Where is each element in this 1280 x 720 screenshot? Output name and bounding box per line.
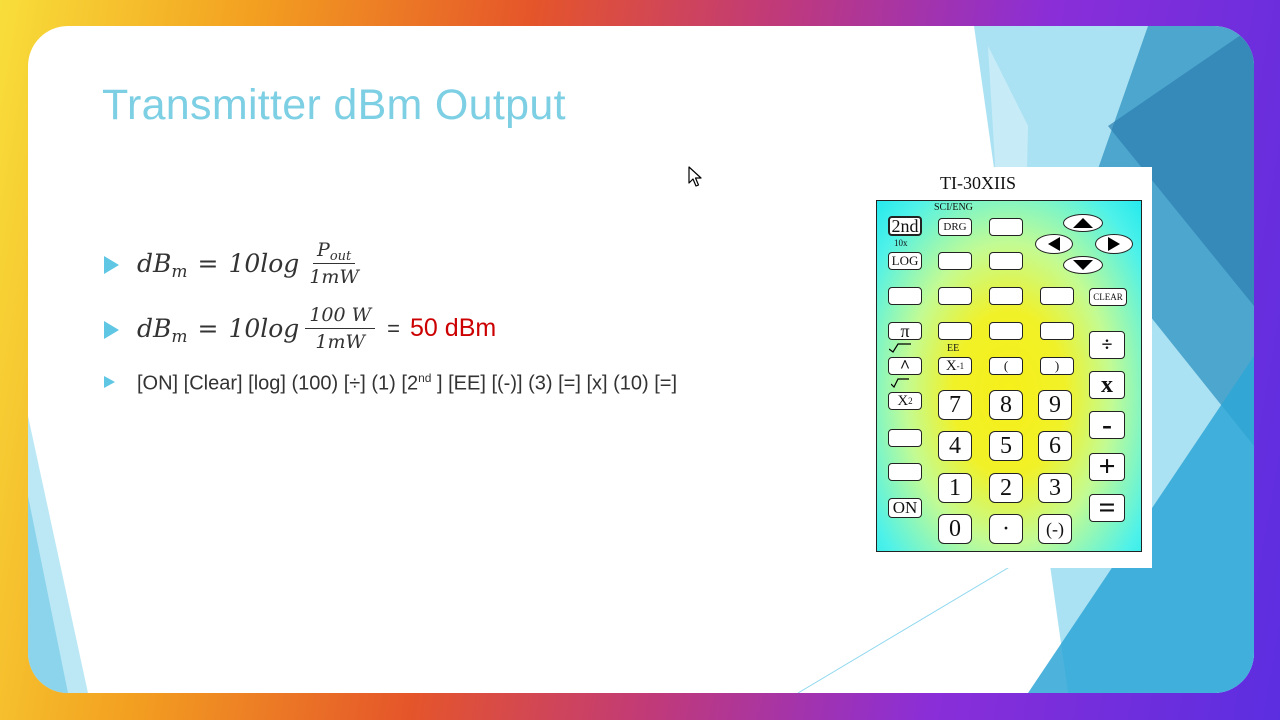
formula-coeff: 10log xyxy=(228,249,300,278)
key-blank[interactable] xyxy=(1040,287,1074,305)
formula-fraction: Pout 1mW xyxy=(305,239,363,288)
result-equals: = xyxy=(387,315,401,341)
formula-lhs: dB xyxy=(137,314,172,343)
key-up-arrow[interactable] xyxy=(1063,214,1103,232)
key-5[interactable]: 5 xyxy=(989,431,1023,461)
key-sequence-sup: nd xyxy=(418,371,432,385)
key-reciprocal-sup: -1 xyxy=(956,361,965,371)
bullet-marker xyxy=(104,376,115,388)
key-clear[interactable]: CLEAR xyxy=(1089,288,1127,306)
key-right-paren[interactable]: ) xyxy=(1040,357,1074,375)
key-negate[interactable]: (-) xyxy=(1038,514,1072,544)
key-blank[interactable] xyxy=(938,322,972,340)
key-6[interactable]: 6 xyxy=(1038,431,1072,461)
slide-title: Transmitter dBm Output xyxy=(102,81,566,129)
key-reciprocal[interactable]: X-1 xyxy=(938,357,972,375)
right-arrow-icon xyxy=(1108,237,1120,251)
key-decimal[interactable]: · xyxy=(989,514,1023,544)
key-left-arrow[interactable] xyxy=(1035,234,1073,254)
key-4[interactable]: 4 xyxy=(938,431,972,461)
key-blank[interactable] xyxy=(888,463,922,481)
key-9[interactable]: 9 xyxy=(1038,390,1072,420)
formula-coeff: 10log xyxy=(228,314,300,343)
key-3[interactable]: 3 xyxy=(1038,473,1072,503)
key-0[interactable]: 0 xyxy=(938,514,972,544)
formula-lhs-sub: m xyxy=(171,261,188,282)
formula-fraction: 100 W 1mW xyxy=(305,304,376,353)
key-blank[interactable] xyxy=(888,287,922,305)
key-blank[interactable] xyxy=(989,287,1023,305)
calculator-body: SCI/ENG 2nd 10x DRG LOG xyxy=(876,200,1142,552)
key-right-arrow[interactable] xyxy=(1095,234,1133,254)
ee-label: EE xyxy=(947,343,960,354)
bullet-marker xyxy=(104,321,119,339)
numerator-sub: out xyxy=(329,249,352,264)
key-blank[interactable] xyxy=(989,218,1023,236)
result-value: 50 dBm xyxy=(410,314,497,342)
key-sequence-part2: ] [EE] [(-)] (3) [=] [x] (10) [=] xyxy=(431,372,678,395)
calculator-model: TI-30XIIS xyxy=(940,173,1016,193)
key-down-arrow[interactable] xyxy=(1063,256,1103,274)
calculator-image: TI-30XIIS SCI/ENG 2nd 10x DRG LOG xyxy=(868,167,1152,568)
fraction-numerator: Pout xyxy=(313,239,356,264)
sci-eng-label: SCI/ENG xyxy=(934,202,973,213)
fraction-numerator: 100 W xyxy=(305,304,376,329)
key-divide[interactable]: ÷ xyxy=(1089,331,1125,359)
sqrt-icon xyxy=(889,343,911,353)
key-minus[interactable]: - xyxy=(1089,410,1125,440)
fraction-denominator: 1mW xyxy=(309,266,359,288)
mouse-cursor-icon xyxy=(688,166,702,187)
left-arrow-icon xyxy=(1048,237,1060,251)
key-pi[interactable]: π xyxy=(888,321,922,341)
key-2nd[interactable]: 2nd xyxy=(888,216,922,236)
key-log[interactable]: LOG xyxy=(888,252,922,270)
key-square-sup: 2 xyxy=(908,396,913,406)
key-blank[interactable] xyxy=(938,252,972,270)
key-power[interactable]: ^ xyxy=(888,356,922,376)
key-multiply[interactable]: x xyxy=(1089,371,1125,399)
key-blank[interactable] xyxy=(989,322,1023,340)
key-drg[interactable]: DRG xyxy=(938,218,972,236)
key-blank[interactable] xyxy=(888,429,922,447)
key-blank[interactable] xyxy=(938,287,972,305)
key-equals[interactable]: = xyxy=(1089,491,1125,524)
key-8[interactable]: 8 xyxy=(989,390,1023,420)
formula-lhs-sub: m xyxy=(171,326,188,347)
key-sequence-part1: [ON] [Clear] [log] (100) [÷] (1) [2 xyxy=(137,372,419,395)
formula-lhs: dB xyxy=(137,249,172,278)
key-blank[interactable] xyxy=(989,252,1023,270)
key-square-base: X xyxy=(897,392,909,409)
key-1[interactable]: 1 xyxy=(938,473,972,503)
down-arrow-icon xyxy=(1073,260,1093,270)
key-2[interactable]: 2 xyxy=(989,473,1023,503)
root-icon xyxy=(891,378,909,388)
ten-x-label: 10x xyxy=(894,238,908,248)
key-on[interactable]: ON xyxy=(888,498,922,518)
key-blank[interactable] xyxy=(1040,322,1074,340)
key-7[interactable]: 7 xyxy=(938,390,972,420)
up-arrow-icon xyxy=(1073,218,1093,228)
numerator-text: P xyxy=(317,239,330,261)
key-plus[interactable]: + xyxy=(1089,450,1125,483)
key-sequence: [ON] [Clear] [log] (100) [÷] (1) [2nd ] … xyxy=(137,371,677,396)
formula-equals: = xyxy=(197,314,219,343)
fraction-denominator: 1mW xyxy=(315,331,366,353)
formula-equals: = xyxy=(197,249,219,278)
key-left-paren[interactable]: ( xyxy=(989,357,1023,375)
bullet-marker xyxy=(104,256,119,274)
key-reciprocal-base: X xyxy=(945,357,957,374)
